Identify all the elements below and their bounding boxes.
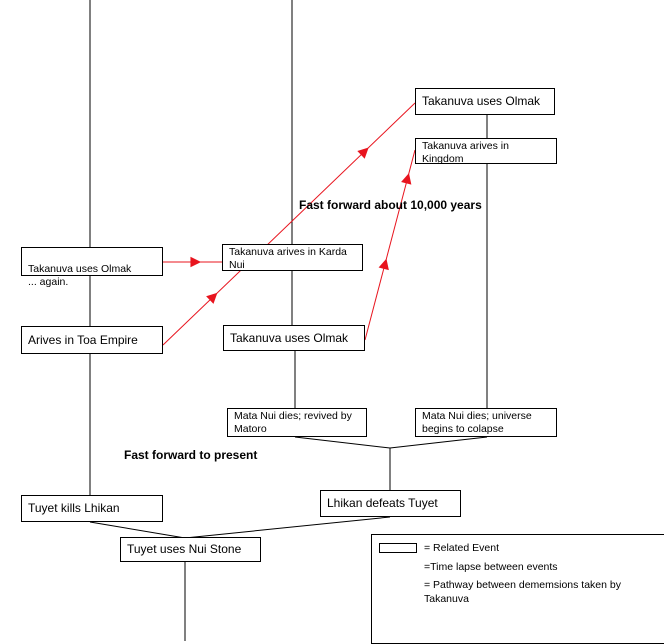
event-label: Mata Nui dies; revived by Matoro	[234, 410, 352, 436]
pathway-arrowhead	[401, 173, 412, 185]
event-arrives-kingdom: Takanuva arives in Kingdom	[415, 138, 557, 166]
event-olmak-top: Takanuva uses Olmak	[415, 88, 555, 115]
event-mata-nui-collapse: Mata Nui dies; universe begins to colaps…	[415, 408, 557, 437]
merge-lhikan-defeats	[184, 516, 391, 539]
note-fast-forward-present: Fast forward to present	[124, 448, 258, 462]
pathway-arrowhead	[357, 147, 369, 159]
legend-related-event: = Related Event	[424, 542, 500, 554]
dimension-pathways	[162, 102, 416, 589]
event-label: Takanuva arives in Karda Nui	[229, 246, 347, 272]
note-fast-forward-10000: Fast forward about 10,000 years	[299, 198, 482, 212]
legend-pathway: = Pathway between dememsions taken by Ta…	[424, 579, 621, 605]
event-label: Takanuva arives in Kingdom	[422, 140, 509, 166]
legend: = Related Event =Time lapse between even…	[371, 534, 664, 644]
event-mata-nui-revived: Mata Nui dies; revived by Matoro	[227, 408, 367, 437]
event-label: Takanuva uses Olmak	[230, 330, 349, 345]
pathway-arrowhead	[378, 258, 389, 271]
event-label: Takanuva uses Olmak	[422, 94, 541, 108]
legend-box-swatch	[379, 543, 417, 553]
pathway-arrowhead	[190, 256, 202, 268]
event-label: Takanuva uses Olmak ... again.	[28, 263, 132, 289]
event-label: Tuyet kills Lhikan	[28, 501, 120, 515]
merge-tuyet-kills	[89, 521, 186, 539]
merge-collapse	[389, 436, 488, 449]
event-tuyet-kills: Tuyet kills Lhikan	[21, 495, 163, 522]
event-label: Arives in Toa Empire	[28, 332, 138, 347]
event-olmak-mid: Takanuva uses Olmak	[223, 325, 365, 351]
event-lhikan-defeats: Lhikan defeats Tuyet	[320, 490, 461, 517]
legend-time-lapse: =Time lapse between events	[424, 561, 558, 573]
event-olmak-again: Takanuva uses Olmak ... again.	[21, 247, 163, 288]
pathway-arrowhead	[206, 292, 218, 304]
event-tuyet-nui-stone: Tuyet uses Nui Stone	[120, 537, 261, 562]
event-label: Tuyet uses Nui Stone	[127, 542, 242, 556]
event-arrives-karda-nui: Takanuva arives in Karda Nui	[222, 244, 363, 271]
event-label: Mata Nui dies; universe begins to colaps…	[422, 410, 532, 436]
merge-revived	[294, 436, 391, 449]
event-arrives-toa-empire: Arives in Toa Empire	[21, 326, 163, 354]
event-label: Lhikan defeats Tuyet	[327, 496, 438, 510]
pathway-toa-empire-to-olmak-top	[162, 102, 416, 346]
